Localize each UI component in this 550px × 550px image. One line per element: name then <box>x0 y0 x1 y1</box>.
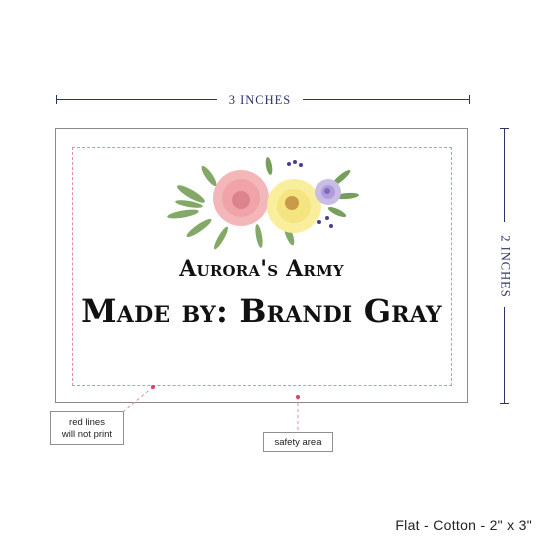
width-label: 3 INCHES <box>228 93 292 107</box>
red-lines-callout: red lines will not print <box>50 411 124 445</box>
height-dimension: 2 INCHES <box>498 128 513 404</box>
safety-area-callout: safety area <box>263 432 333 452</box>
width-dimension: 3 INCHES <box>56 93 470 107</box>
label-preview: Aurora's Army Made by: Brandi Gray <box>55 128 468 403</box>
watercolor-floral-illustration <box>167 157 359 250</box>
product-caption: Flat - Cotton - 2" x 3" <box>395 517 532 533</box>
height-label: 2 INCHES <box>498 235 513 298</box>
safety-area-outline <box>72 147 452 386</box>
label-maker-line: Made by: Brandi Gray <box>81 292 442 330</box>
label-title-line: Aurora's Army <box>179 256 344 282</box>
